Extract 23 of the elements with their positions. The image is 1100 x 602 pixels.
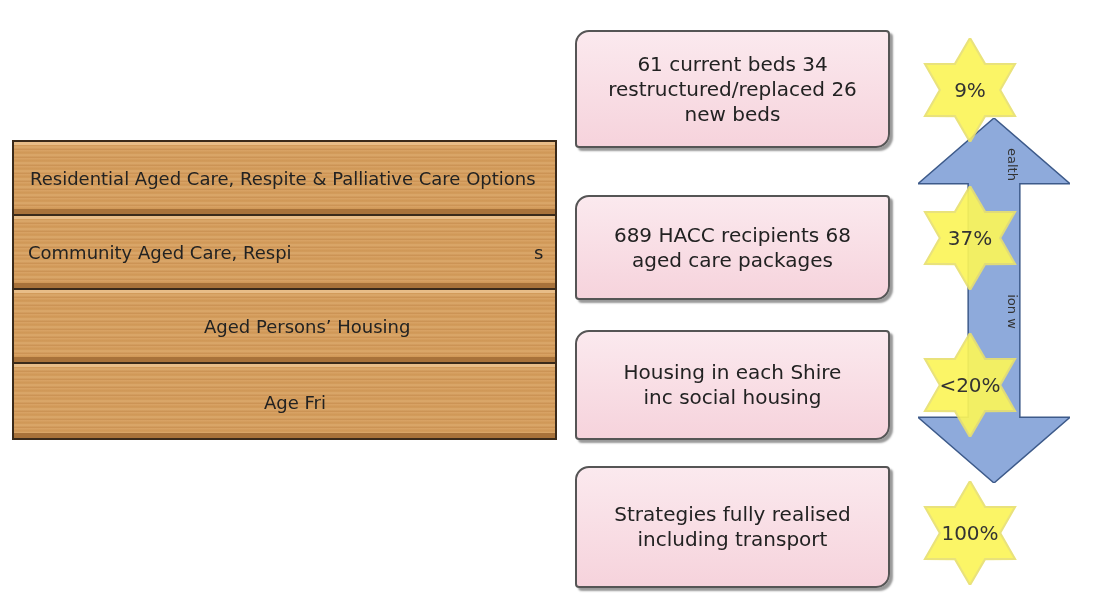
percentage-text: 9% xyxy=(954,78,986,102)
callout-box xyxy=(575,466,890,588)
callout-box xyxy=(575,330,890,440)
callout-box xyxy=(575,30,890,148)
plank-label: Community Aged Care, Respi xyxy=(28,242,292,263)
wooden-plank xyxy=(12,140,557,216)
callout-text: Strategies fully realised including transport xyxy=(613,502,852,552)
percentage-text: 37% xyxy=(947,226,993,250)
wooden-plank xyxy=(12,288,557,364)
plank-label: s xyxy=(534,242,544,263)
arrow-label: ion w xyxy=(1004,293,1020,329)
percentage-text: 100% xyxy=(941,521,999,545)
arrow-label: ealth xyxy=(1004,147,1020,181)
callout-text: 689 HACC recipients 68 aged care packages xyxy=(612,222,853,273)
callout-text: Housing in each Shire inc social housing xyxy=(622,360,843,410)
plank-label: Age Fri xyxy=(264,392,326,413)
callout-box xyxy=(575,195,890,300)
callout-text: 61 current beds 34 restructured/replaced 26 new beds xyxy=(607,51,858,127)
percentage-text: <20% xyxy=(939,373,1001,397)
plank-label: Residential Aged Care, Respite & Palliative Care Options xyxy=(30,168,536,189)
wooden-plank xyxy=(12,214,557,290)
plank-label: Aged Persons’ Housing xyxy=(204,316,411,337)
wooden-plank xyxy=(12,362,557,440)
